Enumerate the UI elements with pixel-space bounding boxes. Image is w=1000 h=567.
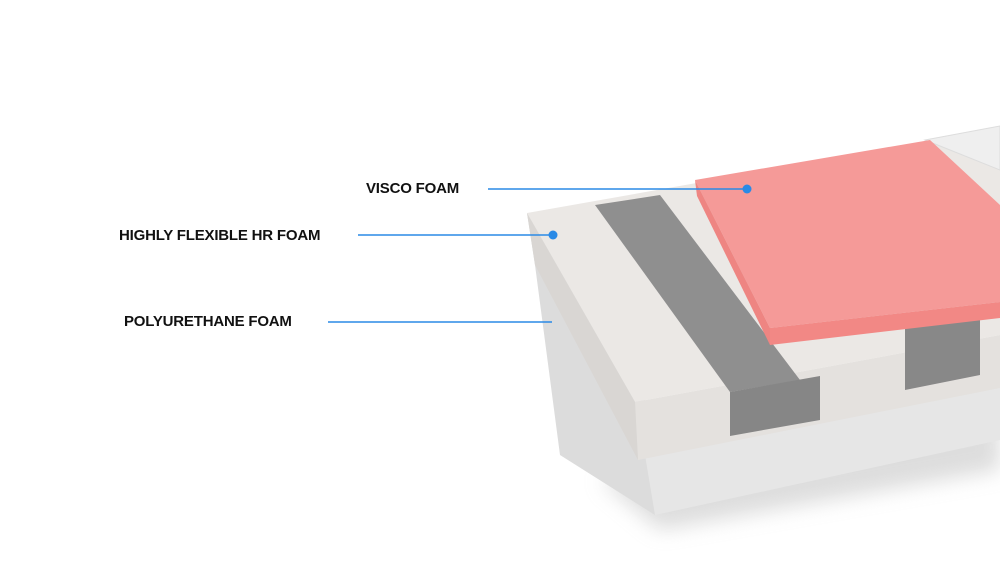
hr-foam-side [527, 213, 638, 460]
visco-side [695, 180, 770, 345]
hr-foam-label: HIGHLY FLEXIBLE HR FOAM [119, 227, 321, 244]
polyurethane-front [645, 385, 1000, 515]
polyurethane-foam-label: POLYURETHANE FOAM [124, 313, 292, 330]
stripe-right-front [905, 315, 980, 390]
hr-leader-dot [548, 230, 558, 240]
stripe-top [595, 195, 800, 392]
visco-front [770, 302, 1000, 345]
visco-top [695, 140, 1000, 328]
top-panel [923, 125, 1000, 171]
stripe-front [730, 376, 820, 436]
visco-foam-label: VISCO FOAM [366, 180, 460, 197]
visco-leader-dot [742, 184, 752, 194]
